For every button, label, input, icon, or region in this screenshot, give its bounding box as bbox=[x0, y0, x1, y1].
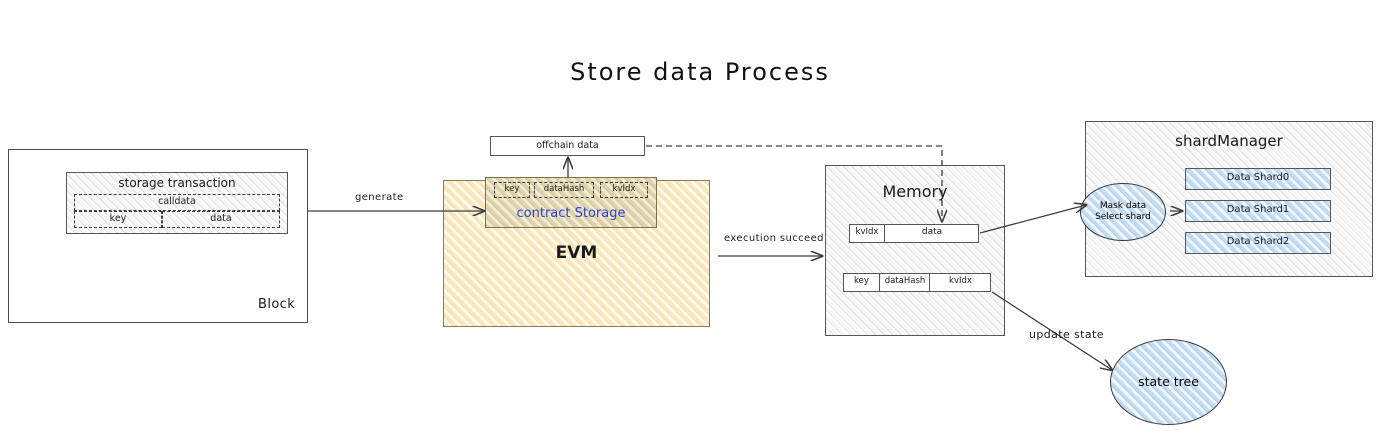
contract-storage-box bbox=[485, 177, 657, 228]
contract-storage-cell-kvidx-label: kvIdx bbox=[612, 184, 636, 194]
memory-meta-datahash-divider bbox=[880, 273, 930, 292]
memory-label: Memory bbox=[882, 182, 948, 201]
arrow-label-execution-succeed: execution succeed bbox=[724, 233, 824, 244]
state-tree-ellipse: state tree bbox=[1110, 339, 1227, 425]
tx-field-data-label: data bbox=[210, 213, 232, 224]
tx-field-key-label: key bbox=[109, 213, 127, 224]
shard-manager-label: shardManager bbox=[1175, 132, 1283, 150]
data-shard-0-label: Data Shard0 bbox=[1226, 172, 1290, 183]
block-label: Block bbox=[258, 297, 296, 312]
contract-storage-cell-key-label: key bbox=[504, 184, 520, 194]
memory-meta-datahash-label: dataHash bbox=[884, 276, 926, 286]
offchain-data-label: offchain data bbox=[536, 140, 599, 151]
data-shard-0 bbox=[1185, 168, 1331, 190]
calldata-label: calldata bbox=[158, 196, 196, 207]
evm-container bbox=[443, 180, 710, 327]
tx-field-data-box bbox=[162, 211, 280, 228]
data-shard-2 bbox=[1185, 232, 1331, 254]
evm-label: EVM bbox=[555, 243, 598, 263]
calldata-box bbox=[74, 194, 280, 211]
offchain-data-box bbox=[490, 136, 645, 156]
storage-transaction-title: storage transaction bbox=[118, 176, 236, 190]
memory-meta-kvidx-label: kvIdx bbox=[949, 276, 972, 286]
memory-cell-kvidx-divider bbox=[849, 224, 885, 243]
memory-meta-key-label: key bbox=[854, 276, 869, 286]
contract-storage-cell-datahash-label: dataHash bbox=[543, 184, 585, 194]
memory-meta-key-divider bbox=[843, 273, 880, 292]
tx-field-key-box bbox=[74, 211, 162, 228]
data-shard-2-label: Data Shard2 bbox=[1226, 236, 1290, 247]
contract-storage-label: contract Storage bbox=[516, 206, 626, 221]
mask-select-shard-ellipse: Mask data Select shard bbox=[1080, 183, 1166, 241]
memory-row-data bbox=[849, 224, 979, 243]
contract-storage-cell-key bbox=[494, 182, 530, 198]
data-shard-1 bbox=[1185, 200, 1331, 222]
memory-row-meta bbox=[843, 273, 991, 292]
mask-data-line: Mask data bbox=[1099, 200, 1147, 211]
page-title: Store data Process bbox=[570, 58, 830, 86]
arrow-label-generate: generate bbox=[355, 192, 404, 203]
arrow-label-update-state: update state bbox=[1029, 328, 1104, 341]
memory-cell-kvidx-label: kvIdx bbox=[855, 227, 879, 237]
select-shard-line: Select shard bbox=[1095, 212, 1151, 222]
contract-storage-cell-datahash bbox=[534, 182, 594, 198]
memory-cell-data-label: data bbox=[921, 227, 943, 237]
data-shard-1-label: Data Shard1 bbox=[1226, 204, 1290, 215]
state-tree-label: state tree bbox=[1138, 374, 1199, 390]
storage-transaction-box bbox=[66, 172, 288, 234]
